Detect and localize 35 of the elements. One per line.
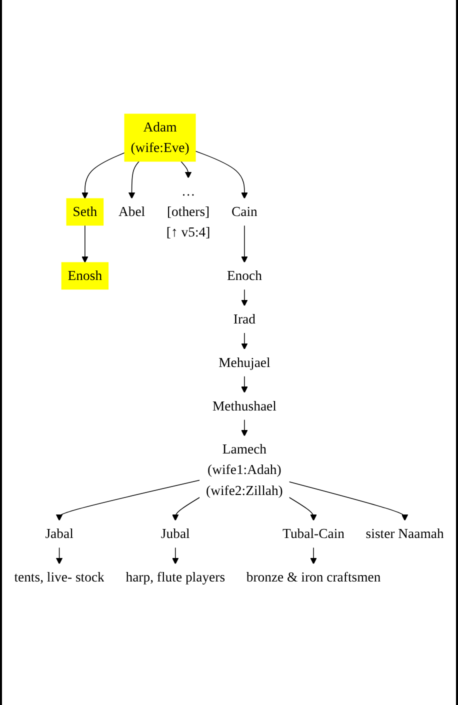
node-box: Adam (wife:Eve) xyxy=(124,114,196,162)
node-text: sister Naamah xyxy=(366,526,444,542)
node-text: Irad xyxy=(233,311,256,327)
arrow xyxy=(195,150,248,200)
arrow xyxy=(241,332,248,350)
node-text: Mehujael xyxy=(218,354,270,370)
arrow xyxy=(180,161,192,178)
arrow xyxy=(172,496,200,522)
arrow xyxy=(82,152,126,200)
arrow xyxy=(241,419,248,437)
arrow xyxy=(56,480,200,522)
node-box: Enosh xyxy=(61,262,109,290)
node-text: bronze & iron craftsmen xyxy=(246,569,381,585)
arrow xyxy=(288,496,317,522)
node-text: Jabal xyxy=(45,526,74,542)
node-text: harp, flute players xyxy=(126,569,226,585)
node-text: Cain xyxy=(232,204,258,220)
arrow xyxy=(56,547,63,564)
node-text: tents, live- stock xyxy=(14,569,104,585)
node-text: Jubal xyxy=(160,526,190,542)
arrow xyxy=(241,224,248,263)
arrow xyxy=(128,161,140,200)
arrow xyxy=(310,547,317,564)
node-text: … [others] [↑ v5:4] xyxy=(166,183,210,240)
arrow xyxy=(241,376,248,394)
node-box: Seth xyxy=(66,198,104,226)
arrow xyxy=(241,288,248,306)
arrow xyxy=(172,547,179,564)
arrow xyxy=(288,481,408,522)
node-text: Lamech (wife1:Adah) (wife2:Zillah) xyxy=(206,442,283,498)
arrow xyxy=(82,224,88,263)
node-text: Tubal-Cain xyxy=(282,526,344,542)
node-text: Enoch xyxy=(226,268,262,284)
node-text: Methushael xyxy=(212,398,276,414)
node-text: Abel xyxy=(118,204,146,220)
